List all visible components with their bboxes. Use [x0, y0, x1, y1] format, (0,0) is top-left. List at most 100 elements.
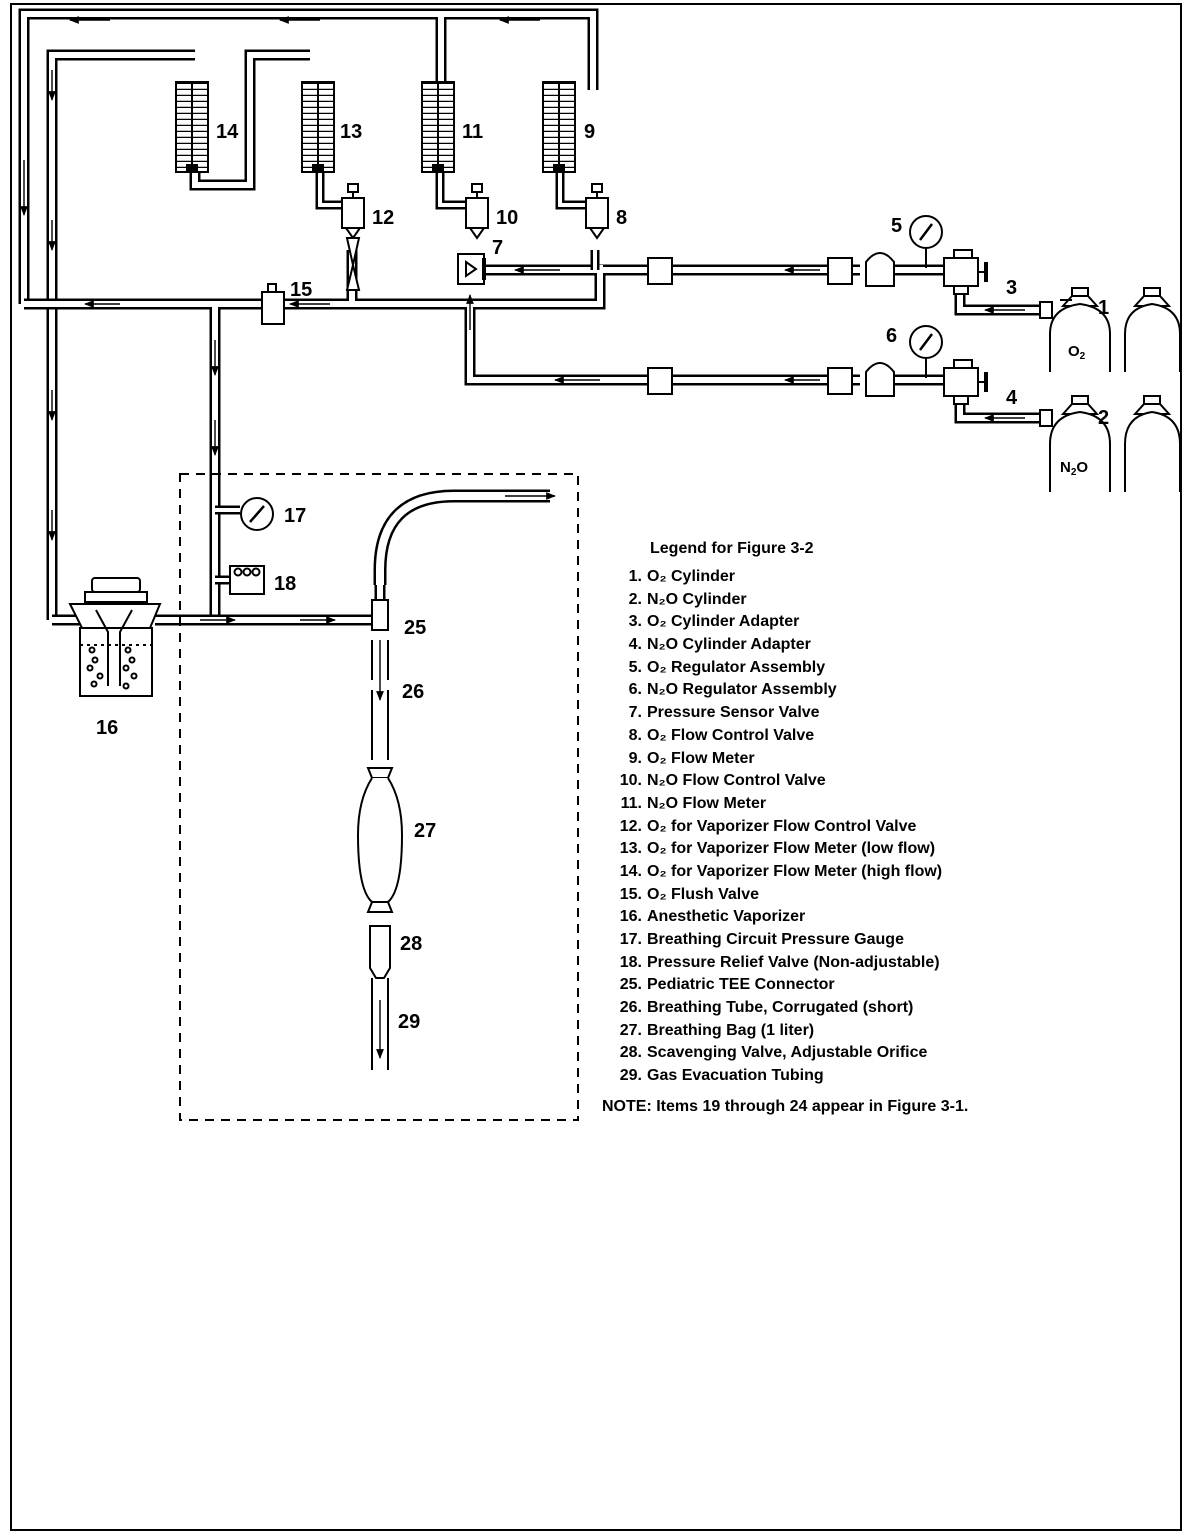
o2-cylinder-adapter [943, 249, 988, 295]
callout-5: 5 [891, 215, 902, 237]
legend-item-label: N₂O Flow Meter [647, 794, 767, 812]
legend-item-label: O₂ Cylinder Adapter [647, 613, 800, 631]
callout-13: 13 [340, 121, 362, 143]
n2o-cylinder [1049, 395, 1111, 492]
anesthetic-vaporizer [68, 577, 162, 697]
legend-item-number: 14. [619, 862, 642, 880]
callout-9: 9 [584, 121, 595, 143]
pressure-relief-valve [229, 565, 265, 595]
callout-7: 7 [492, 237, 503, 259]
legend-item-label: O₂ Regulator Assembly [647, 658, 826, 676]
patient-circuit [356, 599, 404, 1070]
legend-item: 4.N₂O Cylinder Adapter [610, 636, 942, 659]
legend-item-number: 27. [619, 1021, 642, 1039]
legend-item-number: 13. [619, 840, 642, 858]
flow-control-valve-8 [585, 183, 609, 240]
o2-cylinder [1049, 287, 1111, 372]
callout-26: 26 [402, 681, 424, 703]
callout-8: 8 [616, 207, 627, 229]
legend-item-number: 26. [619, 999, 642, 1017]
flow-meter-11 [421, 81, 455, 173]
flow-control-valve-10 [465, 183, 489, 240]
callout-18: 18 [274, 573, 296, 595]
legend-item: 27.Breathing Bag (1 liter) [610, 1022, 942, 1045]
o2-cylinder-label: O2 [1068, 343, 1086, 362]
legend-item: 29. Gas Evacuation Tubing [610, 1067, 942, 1090]
callout-4: 4 [1006, 387, 1018, 409]
o2-main: O [1068, 343, 1080, 360]
flow-meter-14 [175, 81, 209, 173]
legend-item-label: Pressure Relief Valve (Non-adjustable) [647, 953, 940, 971]
legend-item-number: 29. [619, 1067, 642, 1085]
n2o-cylinder-label: N2O [1060, 459, 1088, 478]
legend-item-number: 6. [628, 681, 642, 699]
legend-item-label: O₂ for Vaporizer Flow Meter (high flow) [647, 862, 943, 880]
flow-control-valve-12 [341, 183, 365, 291]
legend-item-label: O₂ for Vaporizer Flow Meter (low flow) [647, 840, 936, 858]
legend-item-number: 7. [628, 704, 642, 722]
legend-item: 17. Breathing Circuit Pressure Gauge [610, 931, 942, 954]
legend-item-number: 9. [628, 749, 642, 767]
legend-item-label: Breathing Circuit Pressure Gauge [647, 931, 904, 948]
legend-item-label: O₂ for Vaporizer Flow Control Valve [647, 817, 917, 835]
callout-25: 25 [404, 617, 426, 639]
callout-16: 16 [96, 717, 118, 739]
legend-item-label: Gas Evacuation Tubing [647, 1067, 824, 1085]
legend-item-number: 28. [619, 1044, 642, 1062]
flow-arrows [20, 16, 1025, 1059]
o2-sub: 2 [1080, 351, 1086, 362]
o2-cylinder-spare [1124, 287, 1181, 372]
legend-item-label: N₂O Cylinder [647, 590, 747, 608]
callout-10: 10 [496, 207, 518, 229]
legend-item-number: 12. [619, 817, 642, 835]
legend-item: 12. O₂ for Vaporizer Flow Control Valve [610, 818, 942, 841]
pressure-sensor-valve [457, 253, 486, 285]
legend-item: 8. O₂ Flow Control Valve [610, 727, 942, 750]
legend-item: 18. Pressure Relief Valve (Non-adjustable… [610, 954, 942, 977]
callout-2: 2 [1098, 407, 1109, 429]
legend-item-label: Anesthetic Vaporizer [647, 908, 806, 926]
flow-meter-13 [301, 81, 335, 173]
legend-item: 13. O₂ for Vaporizer Flow Meter (low flow… [610, 840, 942, 863]
cylinder-labels: O2 N2O [1060, 343, 1088, 478]
callout-12: 12 [372, 207, 394, 229]
legend-item-label: O₂ Flush Valve [647, 885, 760, 903]
legend-item-number: 2. [628, 590, 642, 608]
legend-title: Legend for Figure 3-2 [650, 540, 814, 557]
legend-item-label: N₂O Cylinder Adapter [647, 636, 811, 654]
legend-item: 2. N₂O Cylinder [610, 591, 942, 614]
legend-item: 7.Pressure Sensor Valve [610, 704, 942, 727]
legend-item: 25.Pediatric TEE Connector [610, 976, 942, 999]
legend-item-number: 11. [620, 794, 642, 812]
callout-17: 17 [284, 505, 306, 527]
legend-item: 5.O₂ Regulator Assembly [610, 659, 942, 682]
legend-item: 14. O₂ for Vaporizer Flow Meter (high flo… [610, 863, 942, 886]
legend-item-label: O₂ Flow Meter [647, 749, 755, 767]
legend-item: 26. Breathing Tube, Corrugated (short) [610, 999, 942, 1022]
legend-item-number: 17. [619, 931, 642, 948]
callout-1: 1 [1098, 297, 1109, 319]
legend-item-number: 18. [619, 953, 642, 971]
legend-item: 28. Scavenging Valve, Adjustable Orifice [610, 1044, 942, 1067]
callout-28: 28 [400, 933, 422, 955]
callout-3: 3 [1006, 277, 1017, 299]
legend-item: 1.O₂ Cylinder [610, 568, 942, 591]
callout-27: 27 [414, 820, 436, 842]
flow-meter-9 [542, 81, 576, 173]
legend-item: 15.O₂ Flush Valve [610, 886, 942, 909]
legend-item-label: Scavenging Valve, Adjustable Orifice [647, 1044, 928, 1062]
legend-note: NOTE: Items 19 through 24 appear in Figu… [602, 1098, 969, 1115]
legend-item: 10.N₂O Flow Control Valve [610, 772, 942, 795]
callout-15: 15 [290, 279, 312, 301]
pipe-fittings [647, 252, 1053, 427]
legend-item-label: O₂ Flow Control Valve [647, 726, 815, 744]
legend-item-number: 25. [619, 976, 642, 994]
figure-frame [10, 3, 1182, 1531]
legend-item-number: 8. [628, 726, 642, 744]
legend-item: 3. O₂ Cylinder Adapter [610, 613, 942, 636]
legend-item-label: Breathing Tube, Corrugated (short) [647, 999, 914, 1017]
legend-item: 16.Anesthetic Vaporizer [610, 908, 942, 931]
legend-item-number: 3. [628, 613, 642, 631]
legend-item-label: O₂ Cylinder [647, 568, 736, 585]
